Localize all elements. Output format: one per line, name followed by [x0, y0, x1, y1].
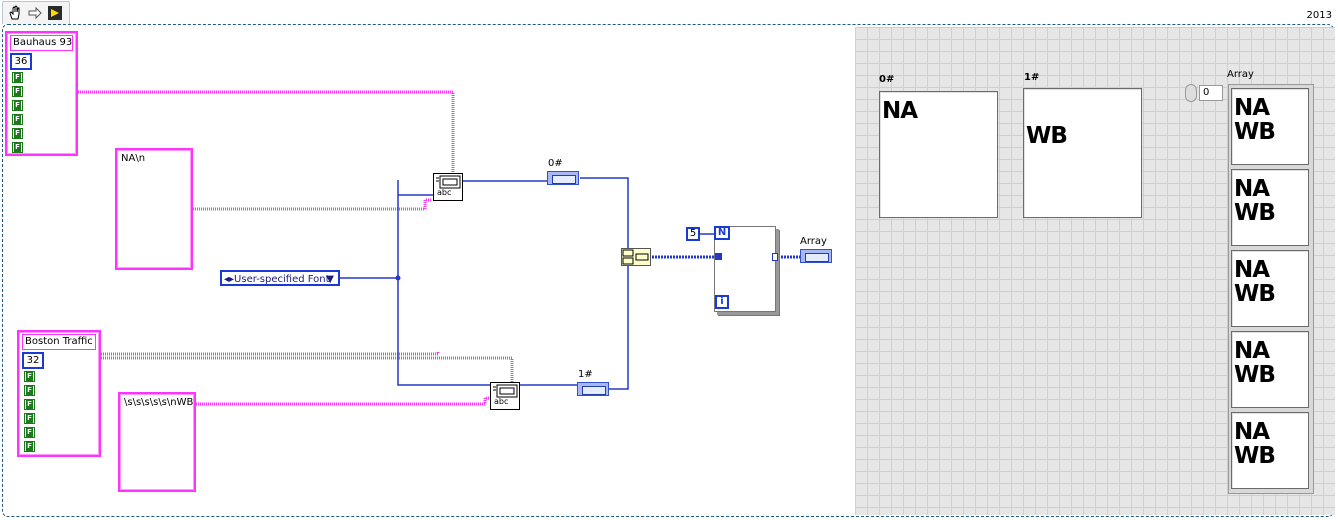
boolean-constant	[12, 142, 23, 153]
picture-text: NA	[882, 98, 918, 124]
toolbar: 2013	[0, 0, 1338, 24]
boolean-constant	[12, 114, 23, 125]
array-text-line1: NA	[1234, 338, 1270, 364]
array-text-line1: NA	[1234, 257, 1270, 283]
array-element: NA WB	[1231, 169, 1309, 246]
font-enum-constant[interactable]: ◂▸User-specified Font ▼	[220, 270, 340, 286]
pic1-label: 1#	[1024, 72, 1040, 83]
boolean-constant	[24, 399, 35, 410]
cluster-font-size: 32	[22, 352, 44, 369]
array-text-line2: WB	[1234, 119, 1276, 145]
hand-icon[interactable]	[7, 5, 23, 21]
arrow-icon[interactable]	[27, 5, 43, 21]
picture-indicator-0[interactable]	[547, 171, 579, 185]
array-text-line2: WB	[1234, 281, 1276, 307]
build-array-node[interactable]	[621, 248, 651, 266]
run-icon[interactable]	[47, 5, 63, 21]
font-cluster-boston[interactable]: Boston Traffic 32	[17, 330, 101, 457]
array-element: NA WB	[1231, 412, 1309, 489]
text-picture-icon: abc	[493, 384, 518, 406]
chevron-down-icon: ▼	[326, 274, 334, 285]
boolean-constant	[24, 427, 35, 438]
picture-text: WB	[1026, 123, 1068, 149]
array-text-line2: WB	[1234, 443, 1276, 469]
enum-value: User-specified Font	[234, 274, 330, 285]
array-index-input[interactable]: 0	[1199, 85, 1223, 101]
tool-group	[2, 1, 70, 24]
array-text-line1: NA	[1234, 95, 1270, 121]
cluster-font-name: Boston Traffic	[22, 334, 96, 350]
array-element: NA WB	[1231, 331, 1309, 408]
boolean-constant	[24, 371, 35, 382]
array-indicator[interactable]	[800, 249, 832, 263]
svg-text:abc: abc	[437, 188, 451, 197]
tunnel-out	[772, 253, 778, 261]
index-spinner-icon[interactable]	[1185, 84, 1197, 102]
build-array-icon	[622, 249, 649, 265]
array-element: NA WB	[1231, 88, 1309, 165]
boolean-constant	[12, 100, 23, 111]
array-text-line1: NA	[1234, 419, 1270, 445]
boolean-constant	[24, 441, 35, 452]
string-constant-na[interactable]: NA\n	[115, 148, 193, 270]
indicator-label-0: 0#	[548, 158, 563, 169]
draw-text-node-1[interactable]: abc	[490, 382, 520, 410]
draw-text-node-0[interactable]: abc	[433, 173, 463, 201]
font-cluster-bauhaus[interactable]: Bauhaus 93 36	[5, 31, 78, 156]
indicator-label-1: 1#	[578, 369, 593, 380]
cluster-font-name: Bauhaus 93	[10, 35, 73, 51]
version-label: 2013	[1306, 10, 1332, 21]
tunnel-in	[715, 253, 722, 260]
array-text-line1: NA	[1234, 176, 1270, 202]
loop-count-terminal: N	[714, 226, 730, 240]
svg-text:abc: abc	[494, 397, 508, 406]
boolean-constant	[12, 86, 23, 97]
picture-display-0: NA	[879, 91, 998, 218]
array-label: Array	[1227, 69, 1254, 80]
pic0-label: 0#	[879, 74, 895, 85]
loop-iteration-terminal: i	[715, 295, 729, 309]
text-picture-icon: abc	[436, 175, 461, 197]
array-indicator-label: Array	[800, 236, 827, 247]
array-text-line2: WB	[1234, 200, 1276, 226]
cluster-font-size: 36	[10, 53, 32, 70]
array-text-line2: WB	[1234, 362, 1276, 388]
picture-indicator-1[interactable]	[577, 382, 609, 396]
boolean-constant	[12, 72, 23, 83]
loop-count-constant[interactable]: 5	[686, 227, 700, 241]
array-element: NA WB	[1231, 250, 1309, 327]
boolean-constant	[24, 385, 35, 396]
array-index-control[interactable]: 0	[1185, 84, 1225, 102]
boolean-constant	[24, 413, 35, 424]
string-constant-wb[interactable]: \s\s\s\s\s\nWB	[118, 392, 196, 492]
enum-arrows-icon: ◂▸	[224, 274, 235, 285]
boolean-constant	[12, 128, 23, 139]
picture-display-1: WB	[1023, 88, 1142, 218]
